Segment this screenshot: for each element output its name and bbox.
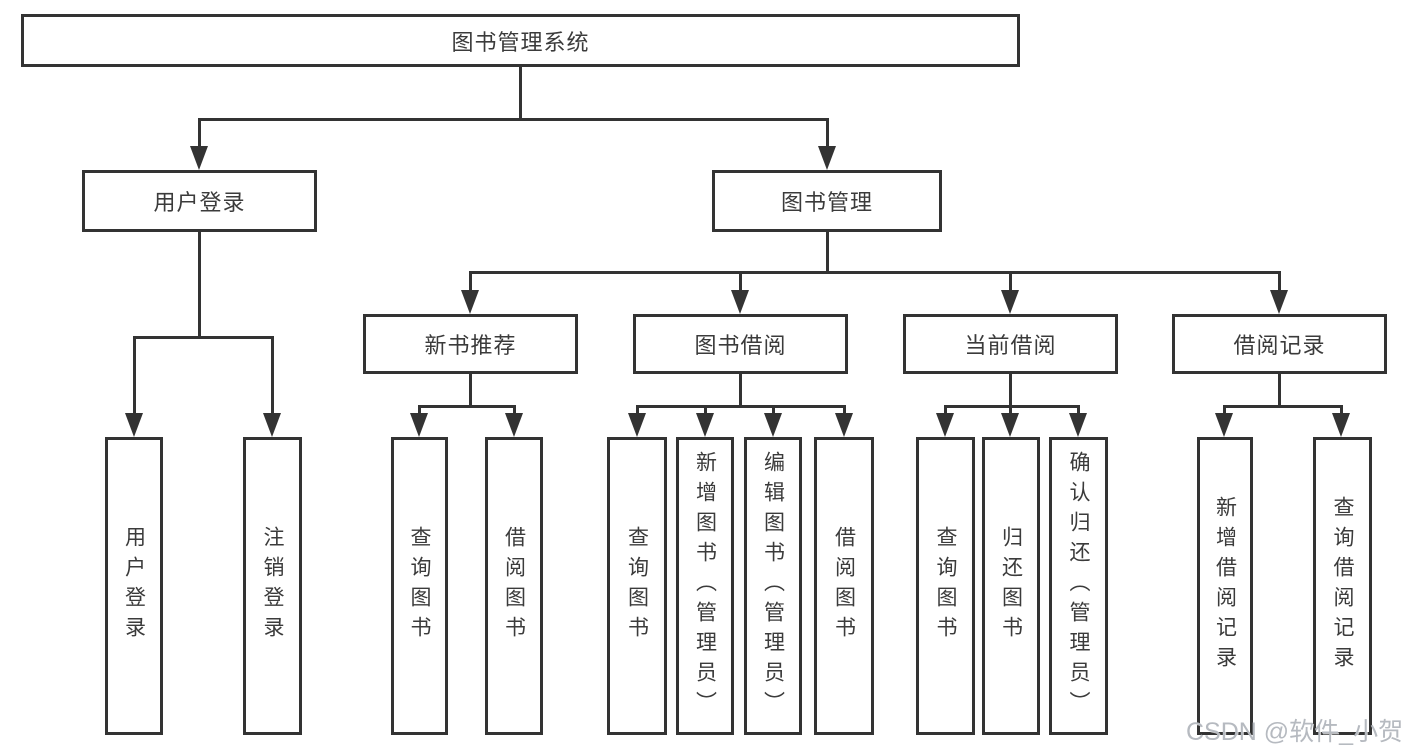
node-label: 借阅记录: [1233, 333, 1326, 358]
leaf-borrowing-edit-books-admin: 编辑图书（管理员）: [744, 437, 802, 735]
arrowhead-down-icon: [1270, 290, 1288, 314]
node-label: 当前借阅: [964, 333, 1057, 358]
leaf-borrowing-borrow-books: 借阅图书: [814, 437, 874, 735]
connector-line: [739, 374, 742, 405]
connector-line: [198, 232, 201, 336]
node-user-login: 用户登录: [82, 170, 317, 232]
connector-line: [1278, 374, 1281, 405]
node-label: 新增借阅记录: [1213, 496, 1237, 676]
connector-line: [469, 271, 1281, 274]
arrowhead-down-icon: [1215, 413, 1233, 437]
node-label: 注销登录: [261, 526, 285, 646]
connector-line: [519, 67, 522, 118]
connector-line: [198, 118, 828, 121]
node-label: 编辑图书（管理员）: [761, 451, 785, 721]
connector-line: [772, 405, 775, 417]
arrowhead-down-icon: [1001, 413, 1019, 437]
connector-line: [1009, 271, 1012, 293]
node-current-borrowing: 当前借阅: [903, 314, 1118, 374]
arrowhead-down-icon: [1332, 413, 1350, 437]
connector-line: [133, 336, 136, 416]
connector-line: [1223, 405, 1343, 408]
node-label: 查询图书: [934, 526, 958, 646]
connector-line: [1278, 271, 1281, 293]
connector-line: [418, 405, 421, 417]
node-label: 借阅图书: [832, 526, 856, 646]
arrowhead-down-icon: [1069, 413, 1087, 437]
node-label: 查询图书: [625, 526, 649, 646]
connector-line: [944, 405, 1080, 408]
leaf-newbook-borrow-books: 借阅图书: [485, 437, 543, 735]
connector-line: [1077, 405, 1080, 417]
leaf-current-confirm-return-admin: 确认归还（管理员）: [1049, 437, 1108, 735]
connector-line: [271, 336, 274, 416]
arrowhead-down-icon: [835, 413, 853, 437]
node-label: 用户登录: [122, 526, 146, 646]
leaf-records-add-record: 新增借阅记录: [1197, 437, 1253, 735]
arrowhead-down-icon: [628, 413, 646, 437]
connector-line: [636, 405, 639, 417]
node-label: 图书管理系统: [451, 29, 590, 55]
leaf-user-login: 用户登录: [105, 437, 163, 735]
connector-line: [1340, 405, 1343, 417]
connector-line: [1223, 405, 1226, 417]
node-label: 借阅图书: [502, 526, 526, 646]
leaf-logout: 注销登录: [243, 437, 302, 735]
node-label: 归还图书: [999, 526, 1023, 646]
arrowhead-down-icon: [410, 413, 428, 437]
connector-line: [843, 405, 846, 417]
watermark-text: CSDN @软件_小贺同学: [1186, 718, 1405, 746]
arrowhead-down-icon: [461, 290, 479, 314]
connector-line: [418, 405, 516, 408]
arrowhead-down-icon: [505, 413, 523, 437]
arrowhead-down-icon: [731, 290, 749, 314]
node-new-book-recommend: 新书推荐: [363, 314, 578, 374]
connector-line: [133, 336, 274, 339]
node-borrow-records: 借阅记录: [1172, 314, 1387, 374]
arrowhead-down-icon: [818, 146, 836, 170]
connector-line: [469, 374, 472, 405]
arrowhead-down-icon: [764, 413, 782, 437]
connector-line: [704, 405, 707, 417]
leaf-records-query-record: 查询借阅记录: [1313, 437, 1372, 735]
node-book-management: 图书管理: [712, 170, 942, 232]
leaf-current-return-books: 归还图书: [982, 437, 1040, 735]
node-book-borrowing: 图书借阅: [633, 314, 848, 374]
connector-line: [1009, 374, 1012, 405]
leaf-borrowing-add-books-admin: 新增图书（管理员）: [676, 437, 734, 735]
leaf-newbook-query-books: 查询图书: [391, 437, 448, 735]
connector-line: [739, 271, 742, 293]
node-label: 用户登录: [153, 190, 246, 215]
node-label: 新书推荐: [424, 333, 517, 358]
connector-line: [1009, 405, 1012, 417]
node-label: 查询借阅记录: [1331, 496, 1355, 676]
arrowhead-down-icon: [190, 146, 208, 170]
connector-line: [513, 405, 516, 417]
node-library-system: 图书管理系统: [21, 14, 1020, 67]
connector-line: [636, 405, 846, 408]
leaf-current-query-books: 查询图书: [916, 437, 975, 735]
connector-line: [198, 118, 201, 150]
arrowhead-down-icon: [936, 413, 954, 437]
connector-line: [469, 271, 472, 293]
arrowhead-down-icon: [263, 413, 281, 437]
node-label: 新增图书（管理员）: [693, 451, 717, 721]
arrowhead-down-icon: [696, 413, 714, 437]
leaf-borrowing-query-books: 查询图书: [607, 437, 667, 735]
node-label: 图书借阅: [694, 333, 787, 358]
arrowhead-down-icon: [1001, 290, 1019, 314]
connector-line: [826, 232, 829, 271]
connector-line: [826, 118, 829, 150]
arrowhead-down-icon: [125, 413, 143, 437]
node-label: 确认归还（管理员）: [1067, 451, 1091, 721]
node-label: 查询图书: [408, 526, 432, 646]
connector-line: [944, 405, 947, 417]
node-label: 图书管理: [780, 190, 873, 215]
